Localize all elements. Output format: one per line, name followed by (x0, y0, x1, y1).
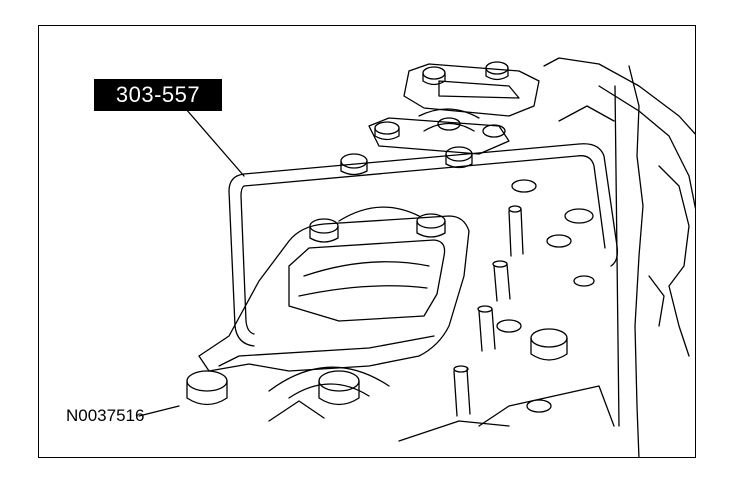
engine-line-drawing (138, 57, 695, 457)
tool-number-label: 303-557 (94, 79, 222, 111)
illustration-frame: 303-557 N0037516 (38, 25, 696, 458)
figure-reference-id: N0037516 (66, 406, 145, 425)
